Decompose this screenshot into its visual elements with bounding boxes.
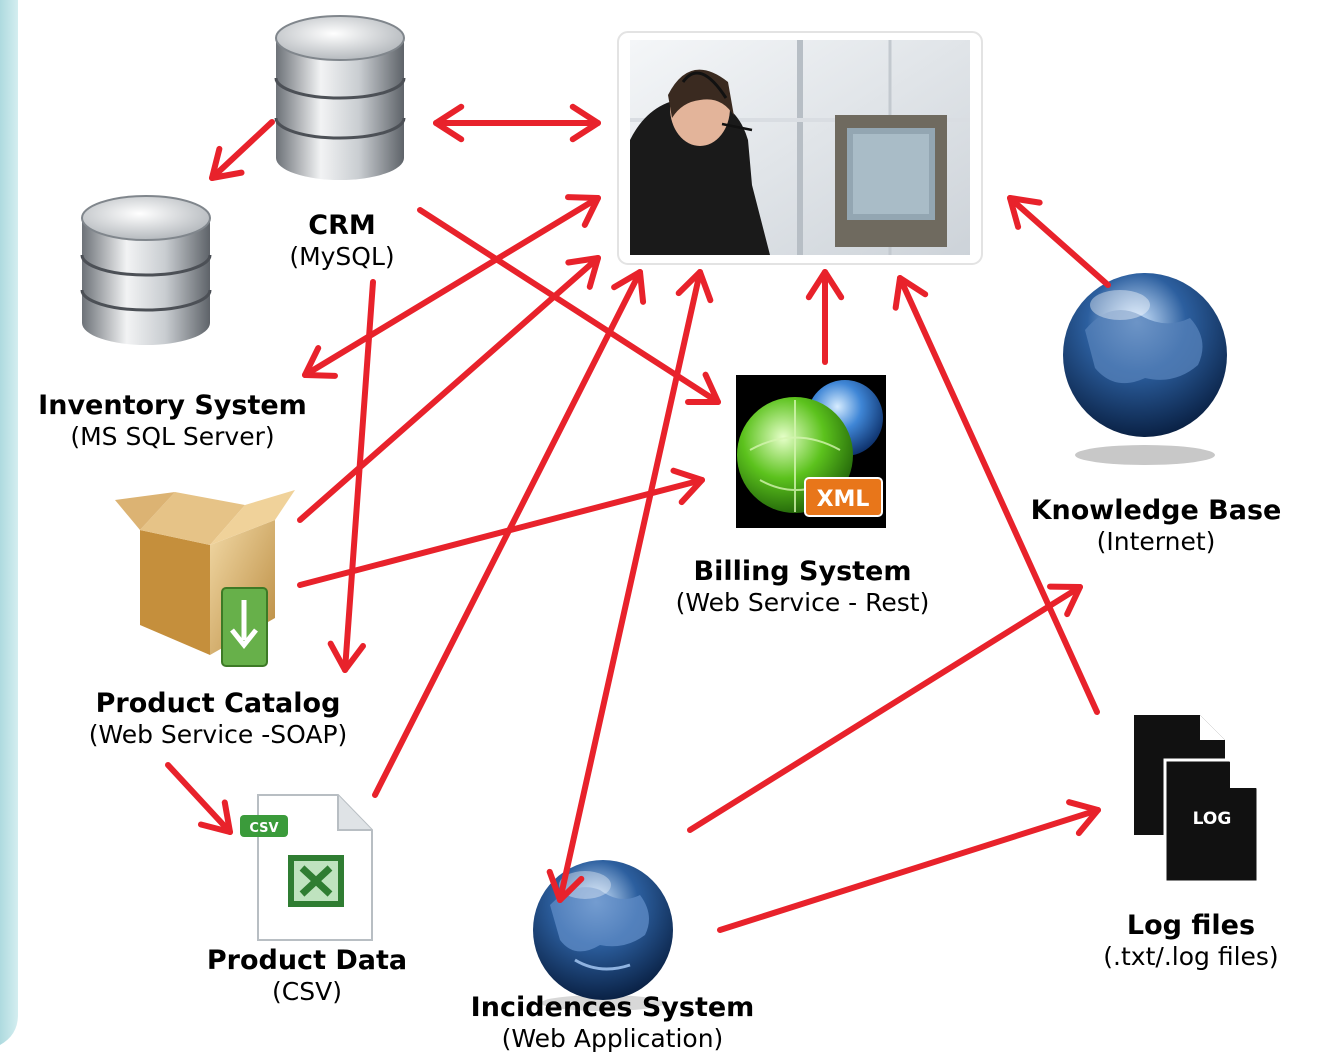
edge-product-catalog-to-call-center-arrowhead <box>565 255 601 290</box>
log-badge-text: LOG <box>1193 809 1232 829</box>
log-files-icon: LOG <box>1134 715 1260 884</box>
edge-knowledge-base-to-call-center-arrow <box>1007 195 1111 288</box>
crm-database-icon <box>274 15 406 180</box>
edge-inventory-to-call-center-arrowhead <box>565 194 601 228</box>
edge-product-catalog-to-call-center-arrow <box>297 255 601 523</box>
crm-subtitle: (MySQL) <box>289 242 395 272</box>
edge-incidences-to-call-center-arrowhead-reverse <box>546 868 585 903</box>
product-data-subtitle: (CSV) <box>272 977 342 1007</box>
inventory-label: Inventory System (MS SQL Server) <box>0 390 345 452</box>
edge-incidences-to-call-center-arrowhead <box>675 269 714 304</box>
edge-billing-to-call-center-arrowhead <box>805 269 845 301</box>
edge-crm-to-billing-arrow <box>417 207 721 405</box>
edge-incidences-to-knowledge-base-arrowhead <box>1047 583 1083 618</box>
edge-inventory-to-call-center-arrowhead-reverse <box>302 345 338 379</box>
incidences-label: Incidences System (Web Application) <box>430 992 795 1054</box>
crm-label: CRM (MySQL) <box>262 210 422 272</box>
product-data-label: Product Data (CSV) <box>182 945 432 1007</box>
edge-inventory-to-call-center-arrow <box>302 195 601 378</box>
edge-product-catalog-to-product-data-arrow <box>165 762 233 835</box>
edge-incidences-to-log-files-arrowhead <box>1066 799 1101 837</box>
side-panel <box>0 0 18 1045</box>
edge-incidences-to-call-center-arrow <box>557 269 703 903</box>
product-data-title: Product Data <box>206 945 408 976</box>
edge-product-catalog-to-product-data-arrowhead <box>197 799 233 835</box>
log-files-label: Log files (.txt/.log files) <box>1055 910 1327 972</box>
knowledge-base-subtitle: (Internet) <box>1096 527 1216 557</box>
edge-crm-to-billing-arrowhead <box>685 371 721 405</box>
crm-title: CRM <box>308 210 376 241</box>
knowledge-base-title: Knowledge Base <box>1030 495 1282 526</box>
knowledge-globe-icon <box>1063 273 1227 465</box>
xml-globes-icon: XML <box>736 375 886 528</box>
csv-badge-text: CSV <box>249 821 278 836</box>
edge-product-catalog-to-billing-arrow <box>297 477 705 588</box>
incidences-subtitle: (Web Application) <box>501 1024 724 1054</box>
edge-crm-to-product-catalog-arrow <box>342 279 376 673</box>
edge-layer <box>165 103 1111 933</box>
billing-title: Billing System <box>693 556 912 587</box>
log-files-title: Log files <box>1126 910 1256 941</box>
edge-incidences-to-knowledge-base-arrow <box>687 584 1083 833</box>
edge-log-files-to-call-center-arrow <box>897 275 1100 715</box>
edge-crm-to-call-center-arrowhead-reverse <box>433 103 465 143</box>
edge-crm-to-inventory-arrowhead <box>209 145 245 181</box>
knowledge-base-label: Knowledge Base (Internet) <box>1000 495 1312 557</box>
edge-incidences-to-log-files-arrow <box>717 807 1101 933</box>
incidences-title: Incidences System <box>470 992 755 1023</box>
edge-knowledge-base-to-call-center-arrowhead <box>1007 195 1043 230</box>
product-catalog-title: Product Catalog <box>95 688 341 719</box>
edge-crm-to-inventory-arrow <box>209 119 275 181</box>
inventory-title: Inventory System <box>38 390 307 421</box>
edge-log-files-to-call-center-arrowhead <box>892 275 929 311</box>
edge-crm-to-product-catalog-arrowhead <box>327 640 366 673</box>
operator-photo <box>617 31 983 265</box>
edge-crm-to-call-center-arrowhead <box>569 103 601 143</box>
billing-subtitle: (Web Service - Rest) <box>675 588 930 618</box>
log-files-subtitle: (.txt/.log files) <box>1103 942 1279 972</box>
csv-file-icon: CSV <box>240 794 373 941</box>
inventory-database-icon <box>80 195 212 345</box>
edge-product-data-to-call-center-arrowhead <box>611 269 647 305</box>
package-icon <box>115 490 295 667</box>
edge-product-data-to-call-center-arrow <box>372 269 643 798</box>
product-catalog-subtitle: (Web Service -SOAP) <box>88 720 348 750</box>
billing-label: Billing System (Web Service - Rest) <box>630 556 975 618</box>
inventory-subtitle: (MS SQL Server) <box>70 422 275 452</box>
xml-badge-text: XML <box>817 487 870 512</box>
edge-product-catalog-to-billing-arrowhead <box>670 467 705 506</box>
product-catalog-label: Product Catalog (Web Service -SOAP) <box>38 688 398 750</box>
